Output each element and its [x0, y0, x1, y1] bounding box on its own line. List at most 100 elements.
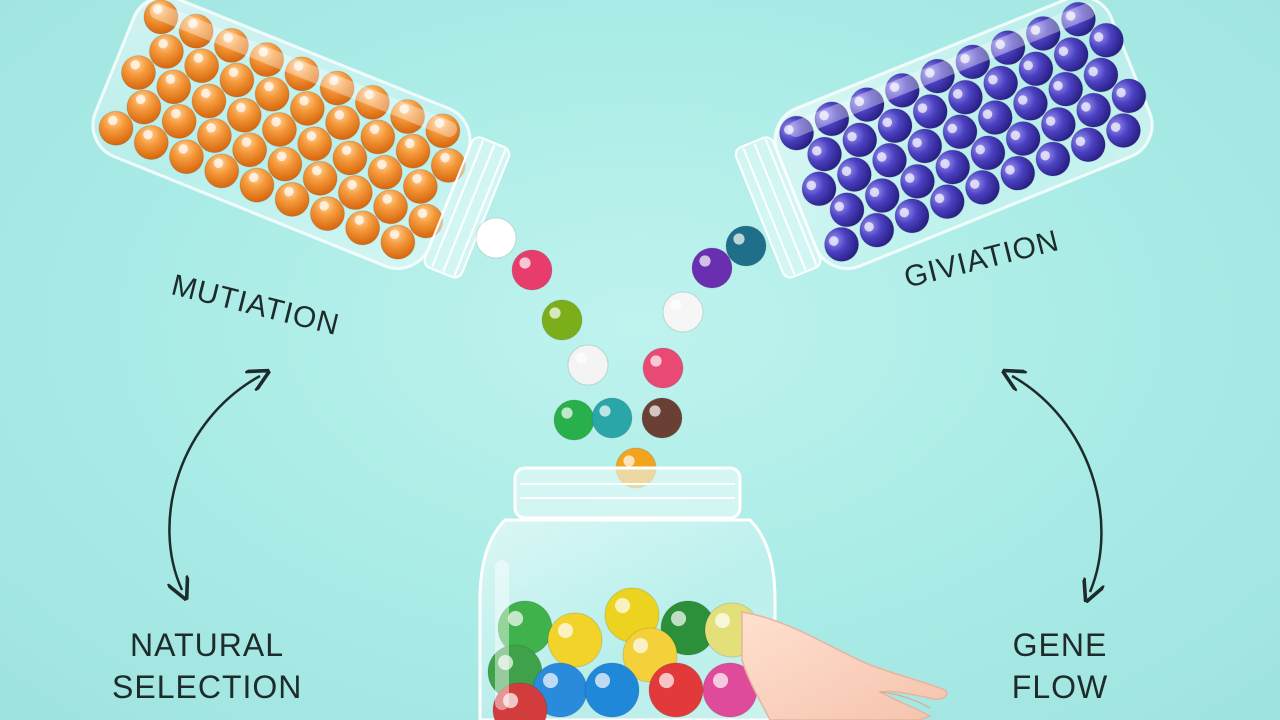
purple-bead-highlight: [1116, 87, 1126, 98]
orange-bead-highlight: [165, 74, 176, 84]
purple-bead-highlight: [889, 82, 900, 92]
orange-bead-highlight: [171, 108, 181, 119]
orange-bead-highlight: [389, 229, 400, 240]
purple-bead: [942, 114, 978, 150]
orange-bead: [120, 55, 156, 91]
falling-bead-highlight: [699, 255, 711, 267]
hand: [741, 611, 948, 720]
orange-bead: [309, 196, 345, 232]
purple-bead-highlight: [912, 137, 922, 148]
orange-bead: [232, 132, 268, 168]
purple-bead: [912, 93, 948, 129]
falling-bead: [553, 399, 595, 441]
orange-bead-highlight: [236, 102, 246, 113]
orange-bead-highlight: [241, 137, 252, 147]
orange-bead-highlight: [334, 110, 345, 120]
falling-bead-highlight: [733, 233, 745, 245]
falling-bead: [511, 249, 553, 291]
purple-bead-highlight: [1053, 81, 1063, 91]
purple-bead: [1076, 92, 1112, 128]
label-gene-flow: GENE FLOW: [1000, 624, 1120, 708]
purple-bead-highlight: [1010, 130, 1021, 141]
purple-bead-highlight: [1005, 165, 1015, 175]
orange-bead: [191, 83, 227, 119]
jar-bead-highlight: [614, 597, 631, 614]
falling-bead: [691, 247, 733, 289]
orange-bead: [345, 210, 381, 246]
bottom-jar: [478, 466, 777, 720]
right-cycle-arrow: [1012, 376, 1101, 592]
purple-bead: [877, 108, 913, 144]
orange-bead: [360, 119, 396, 155]
orange-bead-highlight: [319, 201, 329, 211]
orange-bead: [239, 167, 275, 203]
purple-bead: [1012, 85, 1048, 121]
purple-bead: [970, 135, 1006, 171]
purple-bead: [1053, 37, 1089, 73]
jar-bead-highlight: [557, 622, 574, 639]
purple-bead-highlight: [899, 207, 910, 218]
orange-bead-highlight: [223, 32, 233, 43]
orange-bead-highlight: [434, 118, 445, 128]
purple-bead: [864, 178, 900, 214]
orange-bead: [213, 27, 249, 63]
orange-bead: [289, 90, 325, 126]
orange-bead: [380, 224, 416, 260]
purple-bead: [1000, 155, 1036, 191]
orange-bead-highlight: [271, 117, 281, 127]
orange-bead: [161, 103, 197, 139]
purple-bead: [894, 198, 930, 234]
purple-bead-highlight: [847, 131, 857, 142]
purple-bead: [1048, 71, 1084, 107]
orange-bead: [254, 76, 290, 112]
orange-bead: [274, 181, 310, 217]
purple-bead: [983, 65, 1019, 101]
orange-bead-highlight: [354, 215, 365, 225]
label-gene-line1: GENE: [1012, 627, 1108, 663]
purple-bead-highlight: [812, 146, 822, 156]
orange-bead-highlight: [193, 53, 204, 63]
jar-bead-highlight: [497, 654, 514, 671]
orange-bead: [143, 0, 179, 35]
purple-bead: [884, 72, 920, 108]
purple-bead-highlight: [1093, 32, 1104, 42]
left-jar-orange: [91, 0, 511, 279]
orange-bead: [184, 48, 220, 84]
purple-bead: [1070, 127, 1106, 163]
purple-bead: [899, 163, 935, 199]
purple-bead: [1060, 1, 1096, 37]
purple-bead-highlight: [934, 193, 945, 204]
orange-bead-highlight: [200, 88, 211, 99]
purple-bead: [935, 149, 971, 185]
falling-bead: [475, 217, 517, 259]
orange-bead: [395, 133, 431, 169]
orange-bead-highlight: [417, 208, 428, 219]
purple-bead: [977, 100, 1013, 136]
orange-bead-highlight: [405, 138, 415, 149]
orange-bead-highlight: [341, 145, 352, 156]
orange-bead-highlight: [276, 151, 287, 162]
purple-bead-highlight: [1081, 102, 1091, 112]
orange-bead-highlight: [329, 75, 339, 86]
jar-bead-highlight: [502, 692, 519, 709]
falling-bead: [642, 347, 684, 389]
purple-bead-highlight: [969, 179, 980, 189]
purple-bead: [907, 128, 943, 164]
orange-bead: [204, 153, 240, 189]
orange-bead: [267, 146, 303, 182]
jar-bead: [547, 612, 603, 668]
orange-bead-highlight: [412, 173, 422, 184]
purple-bead-highlight: [975, 144, 985, 155]
falling-bead: [567, 344, 609, 386]
purple-bead: [842, 122, 878, 158]
orange-bead-highlight: [382, 194, 393, 204]
orange-bead-highlight: [364, 89, 374, 100]
orange-bead: [337, 175, 373, 211]
orange-beads: [98, 0, 466, 260]
purple-bead: [964, 169, 1000, 205]
orange-bead: [332, 140, 368, 176]
orange-bead: [354, 84, 390, 120]
jar-bead-highlight: [632, 637, 649, 654]
purple-bead-highlight: [1045, 116, 1056, 126]
purple-bead-highlight: [869, 187, 880, 198]
